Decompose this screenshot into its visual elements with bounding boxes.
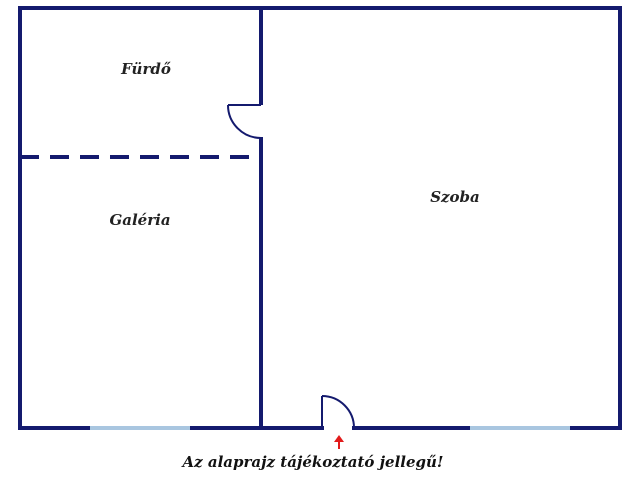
bathroom-door-swing xyxy=(227,104,262,139)
entrance-door xyxy=(321,395,355,429)
disclaimer-text: Az alaprajz tájékoztató jellegű! xyxy=(180,453,443,471)
label-gallery: Galéria xyxy=(109,211,170,229)
entrance-door-swing xyxy=(321,395,355,429)
label-bathroom: Fürdő xyxy=(120,60,171,78)
up-arrow-icon xyxy=(334,435,344,449)
label-room: Szoba xyxy=(430,188,480,206)
bathroom-door xyxy=(227,104,262,139)
